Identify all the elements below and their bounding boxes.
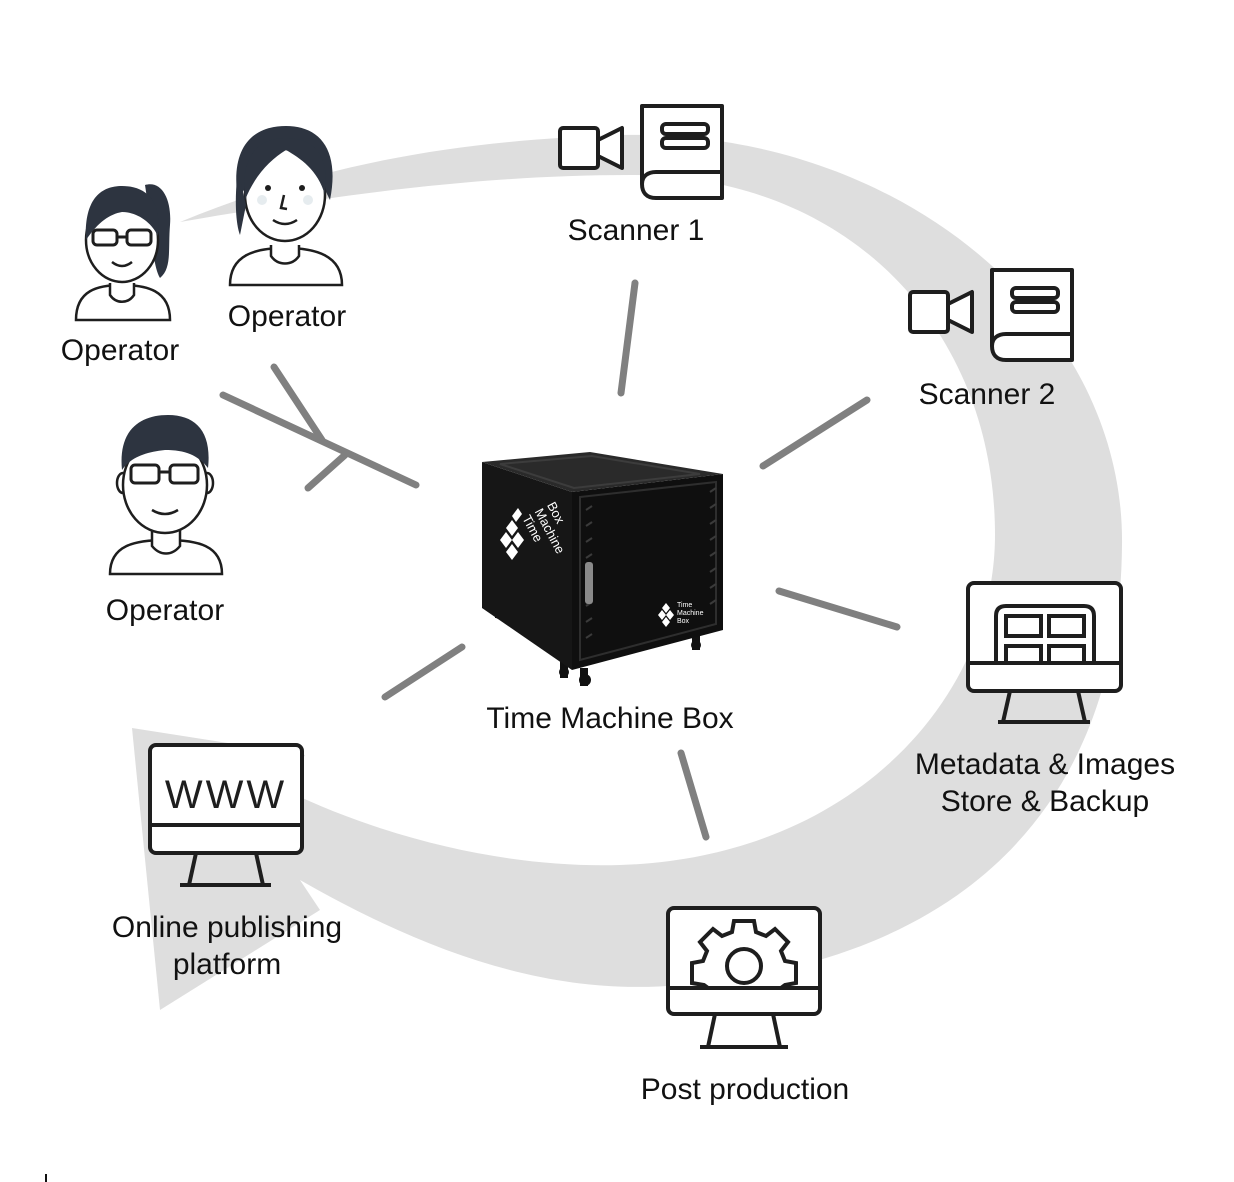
operator-label-2: Operator xyxy=(227,300,347,333)
center-label: Time Machine Box xyxy=(486,702,734,735)
connector-scanner2 xyxy=(759,396,871,470)
flow-arrow xyxy=(132,134,1123,1011)
operator-label-3: Operator xyxy=(105,594,225,627)
storage-label-line-1: Metadata & Images xyxy=(914,748,1176,781)
publishing-label-line-2: platform xyxy=(172,948,282,981)
monitor-icon xyxy=(966,581,1123,724)
publishing-label: Online publishing platform xyxy=(72,909,382,983)
scanner1-icon-group xyxy=(558,104,724,200)
scanner1-label: Scanner 1 xyxy=(567,214,705,247)
time-machine-box-device: Time Machine Box Time Machine Box xyxy=(482,452,723,686)
gear-icon xyxy=(690,919,798,990)
scanner2-icon-group xyxy=(908,268,1074,362)
book-icon xyxy=(640,104,724,200)
connector-scanner1 xyxy=(617,279,639,397)
connector-operator-top xyxy=(270,363,326,444)
box-front-brand-line-3: Box xyxy=(677,618,690,625)
video-camera-icon xyxy=(908,290,974,334)
storage-label-line-2: Store & Backup xyxy=(940,785,1150,818)
post-production-label: Post production xyxy=(640,1073,850,1106)
monitor-icon xyxy=(148,743,304,887)
connector-operator-left xyxy=(304,451,349,492)
publishing-label-line-1: Online publishing xyxy=(111,911,343,944)
box-front-brand-line-2: Machine xyxy=(677,610,704,617)
connector-storage xyxy=(775,587,901,631)
operator-avatar-icon xyxy=(108,415,224,576)
operator-avatar-icon xyxy=(228,126,344,287)
operator-label-1: Operator xyxy=(60,334,180,367)
www-screen-text: WWW xyxy=(165,773,287,817)
connector-publishing xyxy=(381,643,466,701)
grid-window-icon xyxy=(994,604,1096,663)
tmb-logo-icon xyxy=(500,508,524,560)
box-front-brand-line-1: Time xyxy=(677,602,692,609)
connector-post xyxy=(677,749,710,841)
book-icon xyxy=(990,268,1074,362)
monitor-icon xyxy=(666,906,822,1049)
video-camera-icon xyxy=(558,126,624,170)
storage-label: Metadata & Images Store & Backup xyxy=(880,746,1210,820)
scanner2-label: Scanner 2 xyxy=(918,378,1056,411)
operator-avatar-icon xyxy=(74,184,172,322)
connector-lines xyxy=(219,279,901,841)
